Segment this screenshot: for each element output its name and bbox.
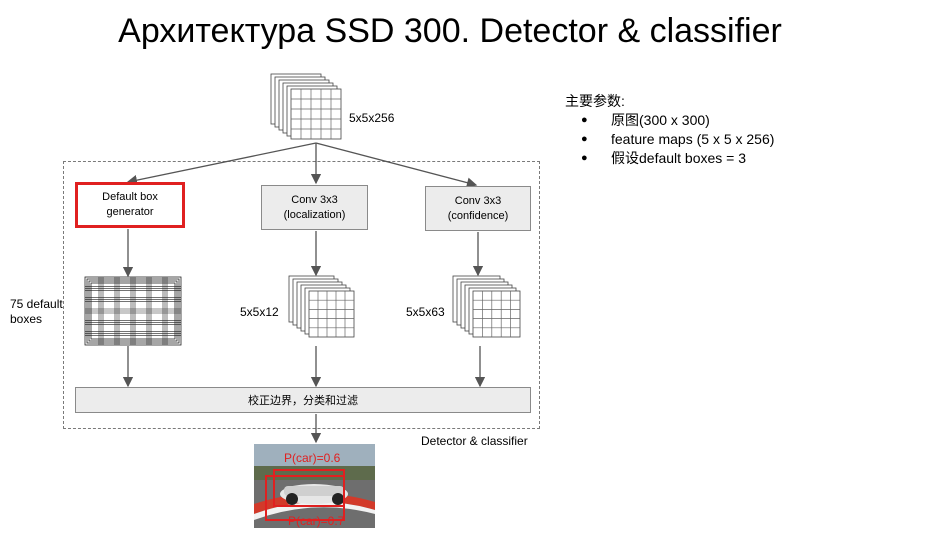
default-boxes-grid [84,276,182,346]
feature-map-layer [290,88,342,140]
default-boxes-label-line1: 75 default [10,297,63,311]
param-item: 原图(300 x 300) [581,111,774,130]
detection-result-image [254,444,375,528]
params-heading: 主要参数: [565,93,625,109]
default-boxes-label-line2: boxes [10,312,43,326]
refine-classify-filter-bar: 校正边界，分类和过滤 [75,387,531,413]
detection-label-1: P(car)=0.6 [284,451,341,465]
conv-conf-line2: (confidence) [447,209,509,222]
conv-confidence-box: Conv 3x3 (confidence) [425,186,531,231]
flow-arrow [126,142,317,186]
conv-loc-line2: (localization) [283,208,346,221]
flow-arrows [122,142,486,444]
race-car-photo [254,444,375,528]
slide-title: Архитектура SSD 300. Detector & classifi… [118,12,782,50]
params-list: 原图(300 x 300) feature maps (5 x 5 x 256)… [565,111,774,168]
default-box-line2: generator [106,206,154,218]
region-label: Detector & classifier [421,434,528,448]
top-map-label: 5x5x256 [349,111,395,125]
flow-arrow [315,142,478,188]
feature-map-layer [308,290,355,338]
conv-conf-line1: Conv 3x3 [454,194,502,207]
feature-map-stack-localization [288,275,355,338]
main-parameters: 主要参数: 原图(300 x 300) feature maps (5 x 5 … [565,92,774,168]
detection-label-2: P(car)=0.7 [288,514,345,528]
conf-map-label: 5x5x63 [406,305,445,319]
default-box-generator: Default box generator [75,182,185,228]
conv-loc-line1: Conv 3x3 [291,193,338,206]
conv-localization-box: Conv 3x3 (localization) [261,185,368,230]
detector-region [63,161,540,429]
loc-map-label: 5x5x12 [240,305,279,319]
param-item: 假设default boxes = 3 [581,149,774,168]
feature-map-layer [472,290,521,338]
feature-map-stack-top [270,73,342,140]
feature-map-stack-confidence [452,275,521,338]
param-item: feature maps (5 x 5 x 256) [581,130,774,149]
default-boxes-label: 75 default boxes [10,297,63,327]
default-box-line1: Default box [102,191,158,203]
